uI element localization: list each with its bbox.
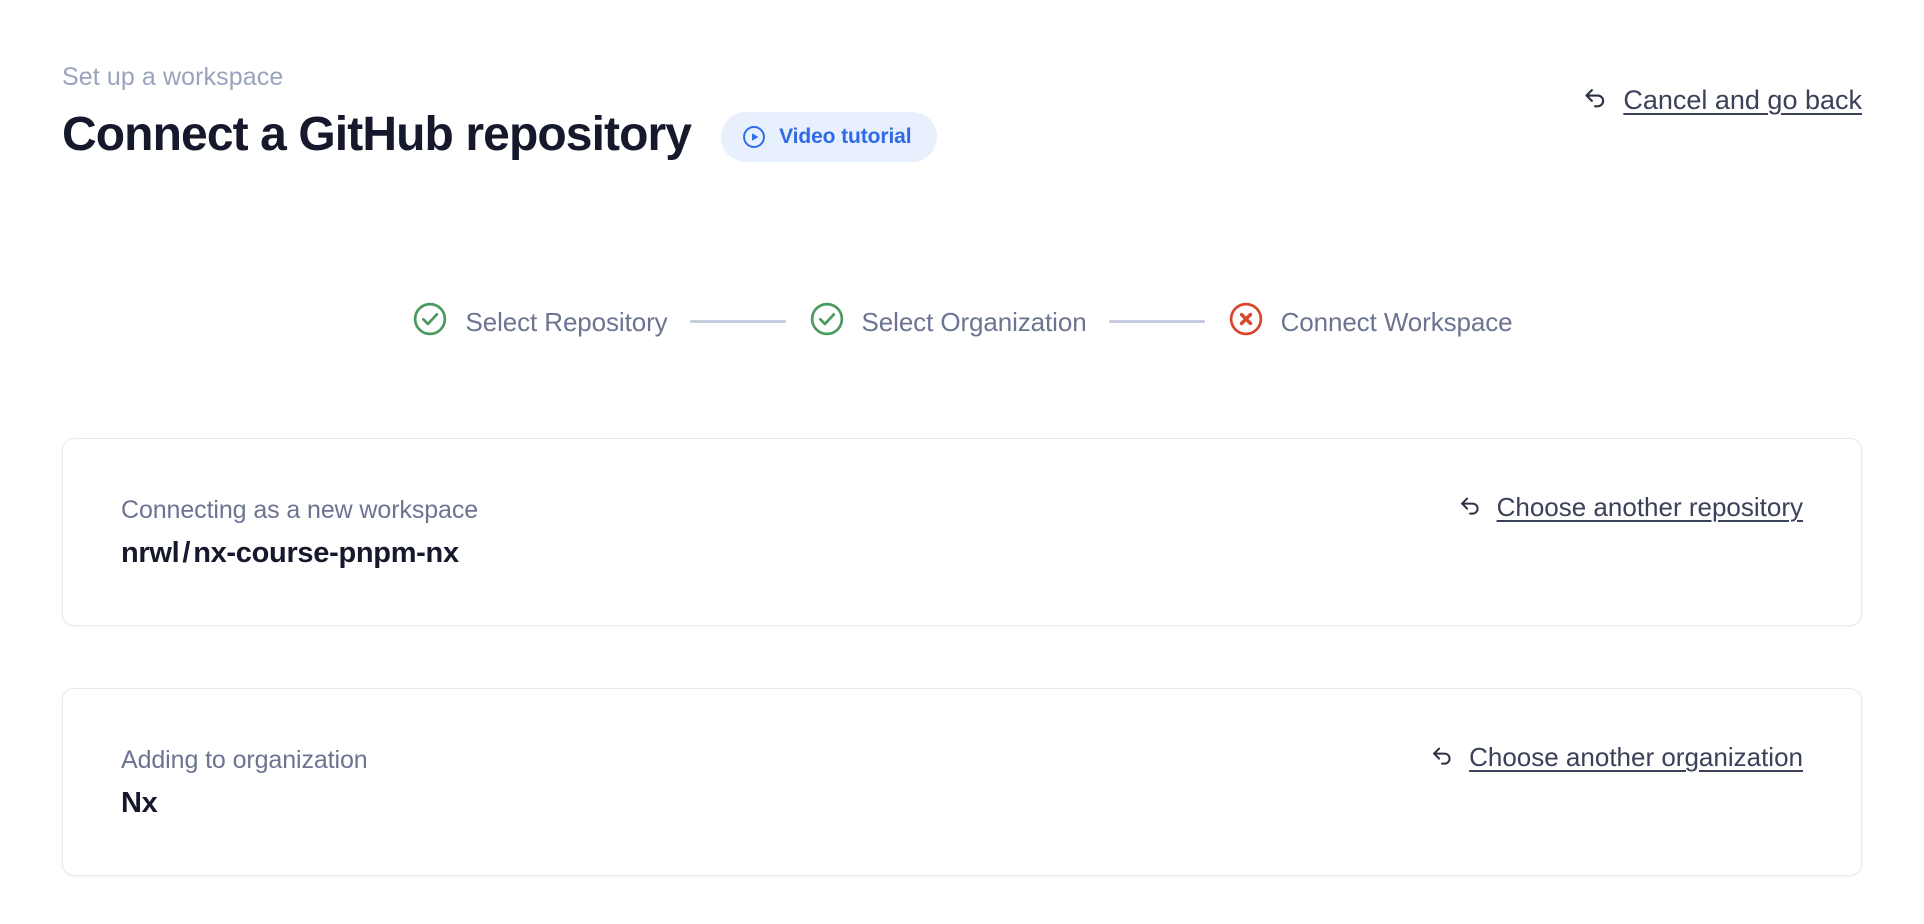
step-connector-2 (1108, 320, 1205, 323)
page-header: Set up a workspace Connect a GitHub repo… (62, 62, 1862, 164)
choose-another-repository-label: Choose another repository (1496, 492, 1803, 522)
choose-another-repository-link[interactable]: Choose another repository (1456, 491, 1803, 524)
title-row: Connect a GitHub repository Video tutori… (62, 106, 1862, 164)
video-tutorial-button[interactable]: Video tutorial (721, 112, 937, 162)
repository-card-caption: Connecting as a new workspace (121, 495, 479, 524)
back-arrow-icon (1428, 741, 1456, 774)
step-select-organization[interactable]: Select Organization (808, 300, 1087, 343)
back-arrow-icon (1580, 82, 1610, 117)
play-circle-icon (741, 124, 767, 150)
organization-card-body: Adding to organization Nx (121, 745, 1428, 820)
organization-card-caption: Adding to organization (121, 745, 368, 774)
step-label-connect-workspace: Connect Workspace (1280, 306, 1513, 337)
repository-name: nx-course-pnpm-nx (193, 536, 459, 569)
step-connect-workspace[interactable]: Connect Workspace (1227, 300, 1513, 343)
choose-another-organization-link[interactable]: Choose another organization (1428, 741, 1803, 774)
repository-separator: / (182, 536, 191, 569)
repository-owner: nrwl (121, 536, 180, 569)
check-circle-icon (808, 300, 846, 343)
progress-stepper: Select Repository Select Organization Co… (0, 300, 1924, 343)
step-label-select-repository: Select Repository (465, 306, 668, 337)
repository-card-body: Connecting as a new workspace nrwl/nx-co… (121, 495, 1456, 570)
repository-card: Connecting as a new workspace nrwl/nx-co… (62, 438, 1862, 626)
page-title: Connect a GitHub repository (62, 108, 692, 161)
choose-another-organization-label: Choose another organization (1469, 742, 1803, 772)
step-connector-1 (689, 320, 786, 323)
organization-card: Adding to organization Nx Choose another… (62, 688, 1862, 876)
step-select-repository[interactable]: Select Repository (411, 300, 668, 343)
step-label-select-organization: Select Organization (861, 306, 1087, 337)
cancel-and-go-back-link[interactable]: Cancel and go back (1580, 82, 1862, 117)
video-tutorial-label: Video tutorial (779, 125, 912, 148)
back-arrow-icon (1456, 491, 1484, 524)
page-eyebrow: Set up a workspace (62, 63, 284, 91)
check-circle-icon (411, 300, 449, 343)
x-circle-icon (1227, 300, 1265, 343)
repository-card-value: nrwl/nx-course-pnpm-nx (121, 536, 1456, 570)
cancel-and-go-back-label: Cancel and go back (1623, 84, 1862, 115)
organization-name: Nx (121, 786, 158, 819)
